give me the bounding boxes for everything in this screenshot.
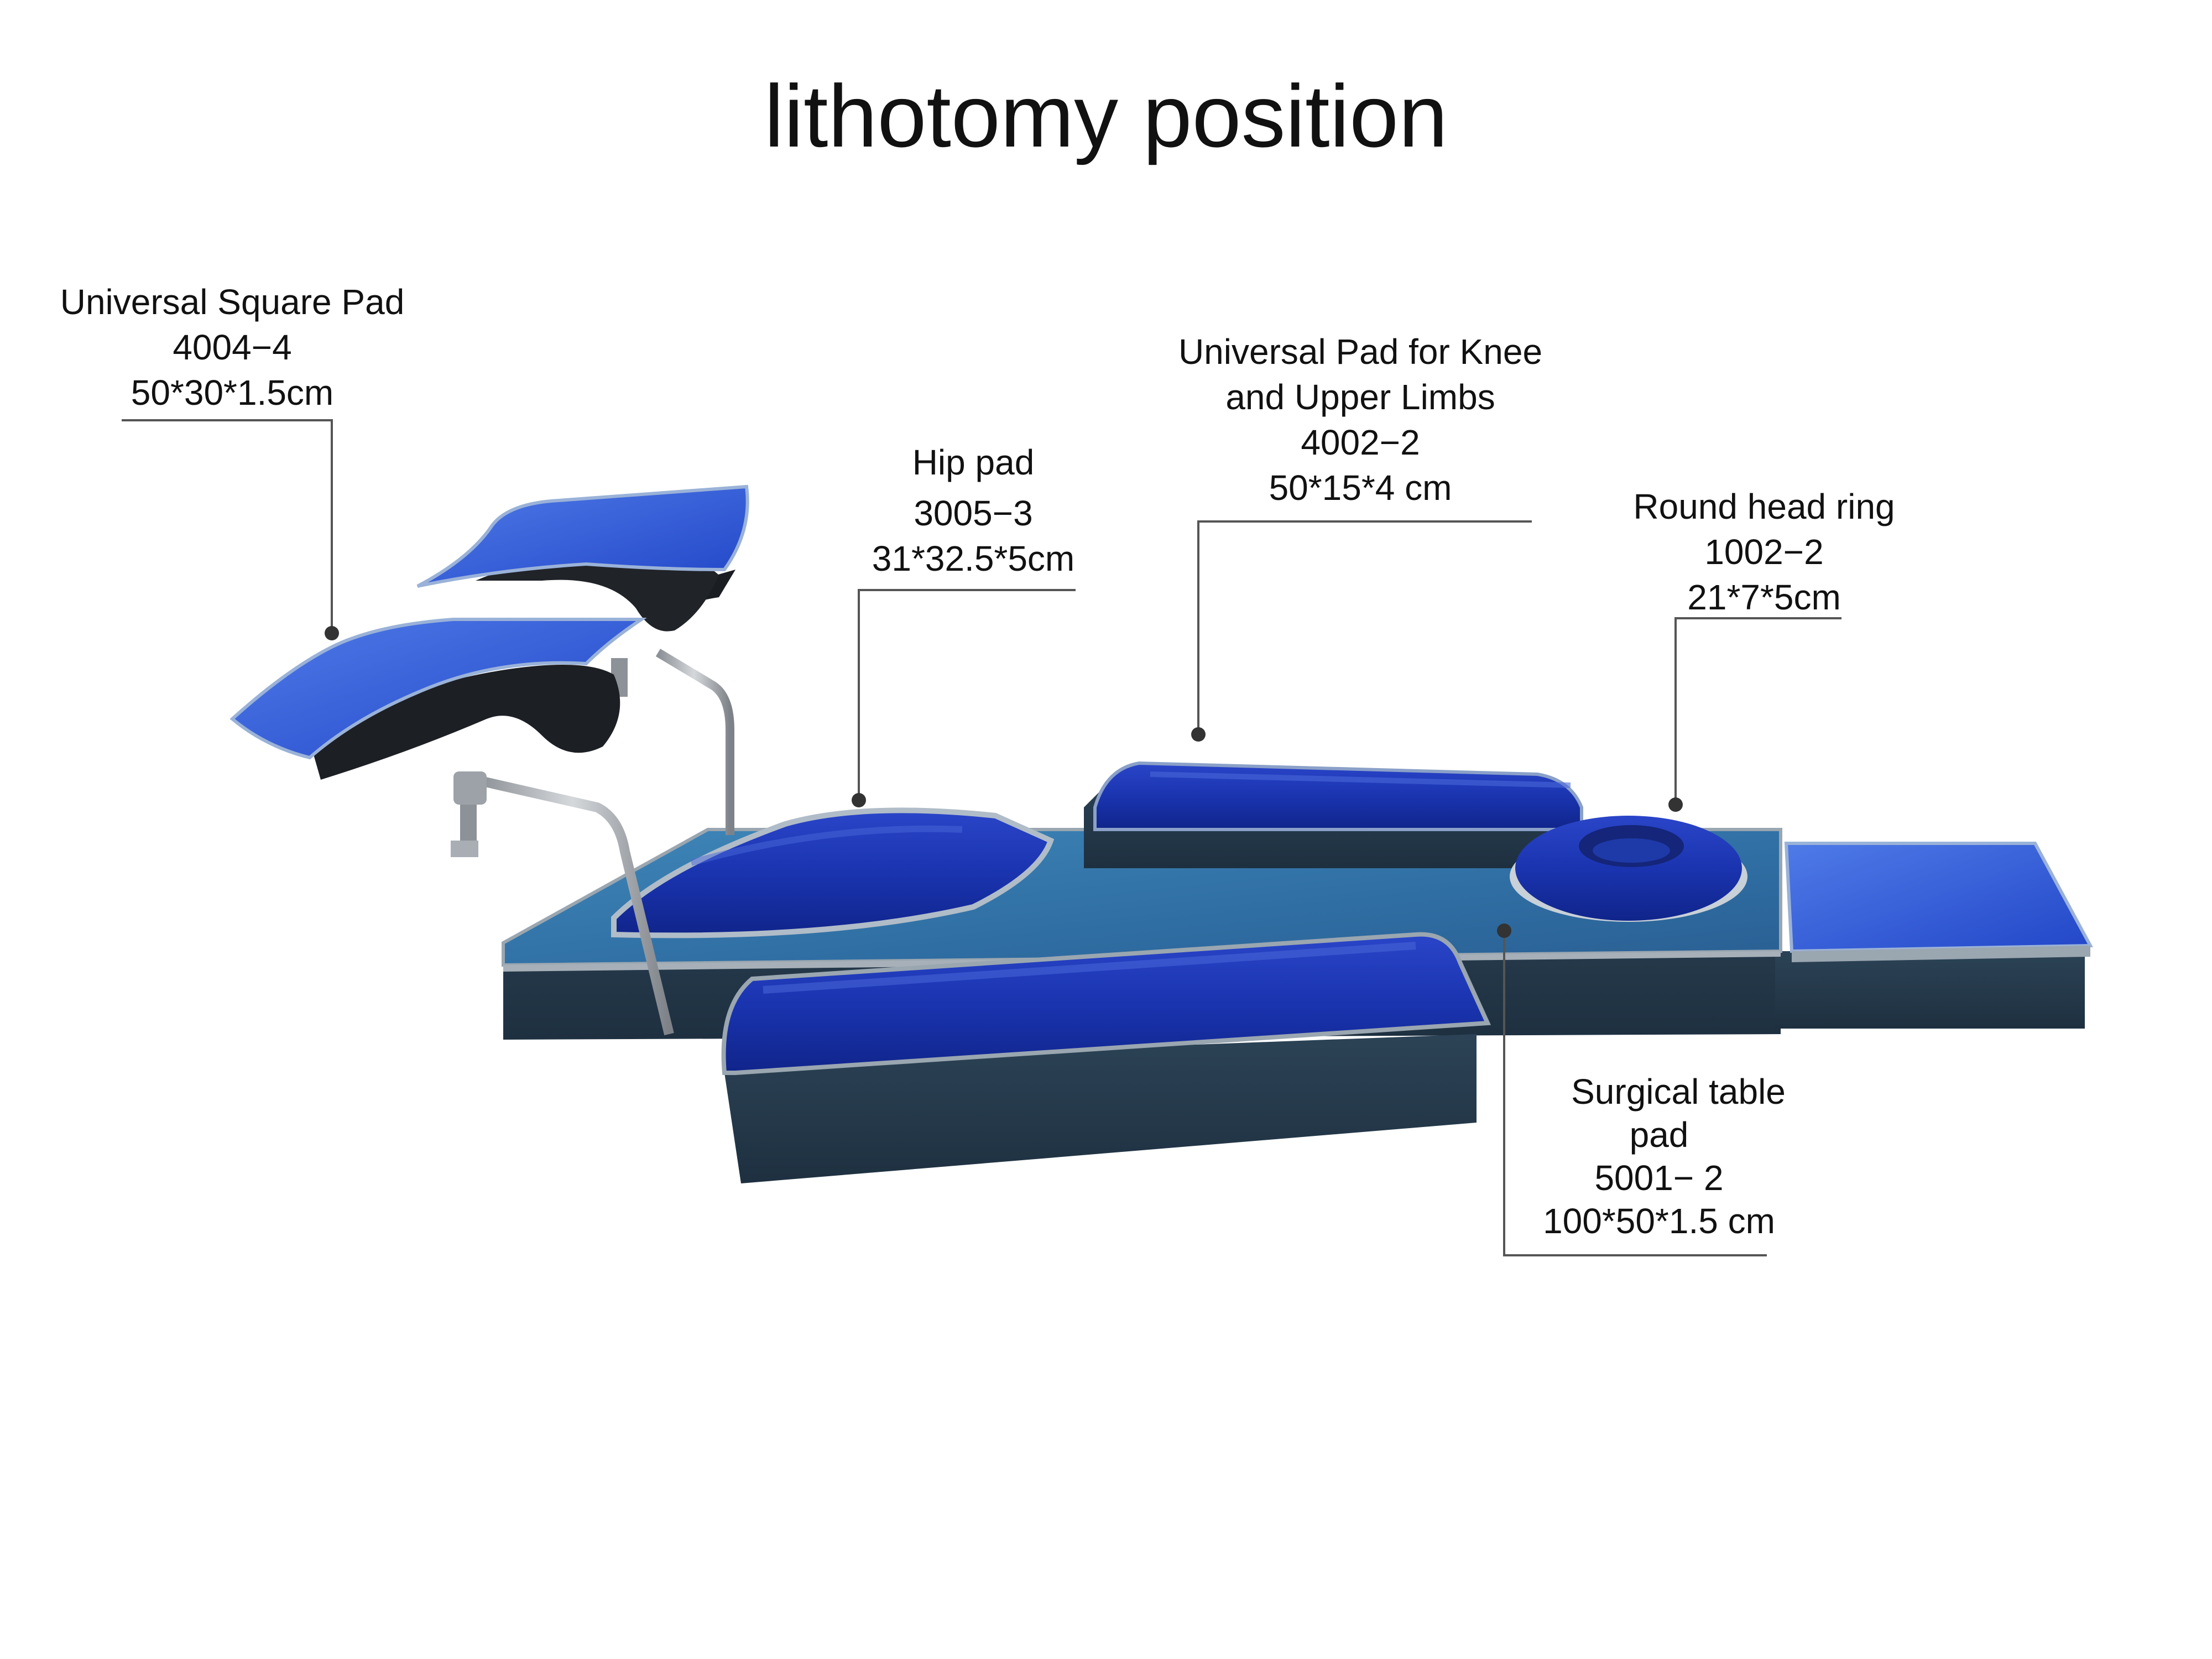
callout-name-line2: and Upper Limbs [1225, 377, 1495, 417]
callout-name: Universal Square Pad [60, 282, 405, 322]
leg-support-rods [451, 649, 734, 1036]
callout-size: 21*7*5cm [1687, 577, 1841, 617]
page-title: lithotomy position [764, 66, 1448, 165]
callout-name-line1: Universal Pad for Knee [1178, 332, 1543, 372]
leader-square-pad [122, 419, 333, 633]
leader-dot-square-pad [325, 626, 339, 640]
leader-dot-hip-pad [852, 793, 866, 807]
hip-pad [611, 807, 1055, 938]
callout-round-head-ring: Round head ring 1002−2 21*7*5cm [1593, 484, 1936, 620]
surgical-table-pad [1784, 842, 2093, 962]
callout-name: Hip pad [912, 442, 1035, 482]
callout-name: Round head ring [1633, 487, 1895, 526]
callout-hip-pad: Hip pad 3005−3 31*32.5*5cm [835, 440, 1112, 581]
callout-code: 4004−4 [173, 327, 292, 367]
round-head-ring [1510, 816, 1747, 922]
universal-square-pad-front [229, 618, 647, 780]
callout-code: 1002−2 [1704, 532, 1824, 572]
leader-dot-head-ring [1668, 797, 1683, 812]
callout-name-line2: pad [1629, 1115, 1689, 1155]
callout-size: 50*30*1.5cm [131, 373, 334, 413]
callout-code: 5001− 2 [1594, 1158, 1724, 1198]
leader-table-pad [1503, 931, 1767, 1256]
callout-knee-upper-limb-pad: Universal Pad for Knee and Upper Limbs 4… [1150, 329, 1571, 510]
callout-universal-square-pad: Universal Square Pad 4004−4 50*30*1.5cm [33, 279, 431, 415]
callout-surgical-table-pad: Surgical table pad 5001− 2 100*50*1.5 cm [1493, 1070, 1825, 1243]
leader-head-ring [1674, 617, 1841, 805]
callout-name-line1: Surgical table [1571, 1072, 1786, 1112]
leader-knee-pad [1197, 520, 1532, 734]
callout-code: 4002−2 [1301, 422, 1420, 462]
callout-code: 3005−3 [914, 493, 1033, 533]
leader-dot-table-pad [1497, 924, 1511, 938]
callout-size: 31*32.5*5cm [872, 539, 1075, 578]
leader-lines [122, 419, 1841, 1256]
universal-square-pad-back [416, 484, 749, 632]
front-positioning-pad [721, 932, 1491, 1183]
callout-size: 50*15*4 cm [1269, 468, 1452, 508]
leader-hip-pad [858, 589, 1076, 800]
leader-dot-knee-pad [1191, 727, 1206, 742]
callout-size: 100*50*1.5 cm [1543, 1201, 1775, 1241]
